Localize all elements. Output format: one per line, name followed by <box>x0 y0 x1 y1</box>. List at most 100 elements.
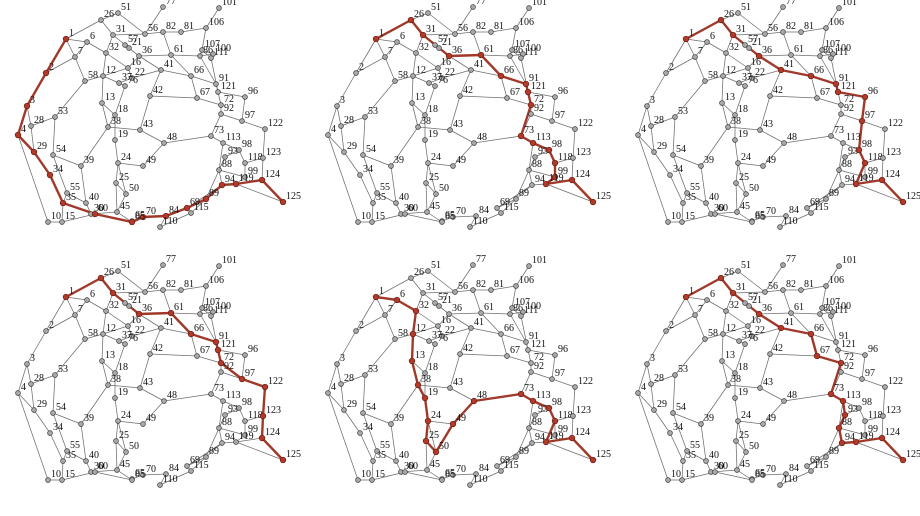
graph-edge <box>142 473 167 476</box>
node-label: 82 <box>786 279 796 290</box>
node-label: 6 <box>90 289 95 300</box>
graph-node <box>439 219 445 225</box>
node-label: 85 <box>445 469 455 480</box>
graph-edge <box>509 55 527 85</box>
node-label: 65 <box>445 210 455 221</box>
node-label: 38 <box>731 374 741 385</box>
graph-node <box>114 209 120 215</box>
node-label: 115 <box>814 460 829 471</box>
graph-edge <box>427 420 437 453</box>
graph-edge <box>336 363 342 385</box>
graph-node <box>162 212 170 220</box>
graph-edge <box>115 182 118 213</box>
graph-edge <box>509 313 527 343</box>
node-label: 84 <box>169 463 179 474</box>
graph-node <box>382 54 388 60</box>
graph-edge <box>66 192 87 204</box>
graph-edge <box>672 154 702 167</box>
node-label: 15 <box>685 469 695 480</box>
graph-edge <box>199 313 217 343</box>
node-label: 81 <box>494 21 504 32</box>
graph-node <box>704 39 710 45</box>
node-label: 57 <box>748 292 758 303</box>
graph-node <box>450 163 456 169</box>
graph-edge <box>469 470 502 486</box>
node-label: 86 <box>823 303 833 314</box>
graph-node <box>125 323 131 329</box>
graph-node <box>828 55 834 61</box>
node-label: 119 <box>859 431 874 442</box>
graph-edge <box>672 412 688 452</box>
graph-node <box>651 407 657 413</box>
node-label: 67 <box>200 345 210 356</box>
graph-edge <box>830 315 839 351</box>
graph-edge <box>653 409 671 434</box>
graph-edge <box>735 440 738 471</box>
node-label: 89 <box>519 446 529 457</box>
node-label: 76 <box>438 333 448 344</box>
graph-node <box>113 438 119 444</box>
graph-node <box>392 336 398 342</box>
node-label: 110 <box>163 474 178 485</box>
node-label: 97 <box>555 110 565 121</box>
graph-node <box>232 180 240 188</box>
node-label: 32 <box>419 42 429 53</box>
graph-node <box>504 353 510 359</box>
graph-edge <box>144 6 164 35</box>
node-label: 49 <box>456 155 466 166</box>
graph-node <box>568 176 576 184</box>
graph-edge <box>515 156 536 200</box>
graph-edge <box>837 349 866 356</box>
graph-node <box>220 398 226 404</box>
graph-node <box>735 418 741 424</box>
graph-edge <box>704 333 724 340</box>
graph-node <box>435 323 441 329</box>
graph-edge <box>424 85 436 116</box>
graph-edge <box>415 52 439 69</box>
graph-node <box>393 200 399 206</box>
node-label: 41 <box>474 59 484 70</box>
graph-node <box>692 312 698 318</box>
node-label: 124 <box>265 169 280 180</box>
graph-node <box>50 410 56 416</box>
node-label: 7 <box>78 304 83 315</box>
node-label: 113 <box>536 390 551 401</box>
graph-node <box>760 163 766 169</box>
graph-edge <box>107 384 141 389</box>
node-label: 60 <box>408 461 418 472</box>
graph-edge <box>527 91 556 98</box>
node-label: 13 <box>415 350 425 361</box>
graph-node <box>498 210 504 216</box>
graph-edge <box>390 423 397 462</box>
graph-node <box>362 114 368 120</box>
node-label: 38 <box>111 374 121 385</box>
node-label: 24 <box>741 152 751 163</box>
graph-node <box>648 123 654 129</box>
node-label: 66 <box>814 323 824 334</box>
graph-edge <box>52 412 68 452</box>
graph-edge <box>190 75 217 85</box>
node-label: 113 <box>846 390 861 401</box>
graph-edge <box>881 415 884 439</box>
graph-edge <box>674 80 706 118</box>
node-label: 55 <box>690 440 700 451</box>
graph-edge <box>762 400 785 425</box>
node-label: 115 <box>504 460 519 471</box>
graph-node <box>467 224 473 230</box>
graph-node <box>470 262 476 268</box>
node-label: 45 <box>740 201 750 212</box>
node-label: 1 <box>379 28 384 39</box>
node-label: 54 <box>676 402 686 413</box>
graph-edge <box>694 299 708 316</box>
node-label: 60 <box>98 203 108 214</box>
graph-node <box>422 112 428 118</box>
graph-edge <box>410 277 424 294</box>
graph-edge <box>210 57 219 93</box>
node-label: 26 <box>724 267 734 278</box>
graph-edge <box>722 52 727 77</box>
node-label: 51 <box>121 2 131 13</box>
node-label: 40 <box>89 192 99 203</box>
graph-edge <box>830 113 842 137</box>
graph-node <box>382 312 388 318</box>
graph-node <box>78 421 84 427</box>
